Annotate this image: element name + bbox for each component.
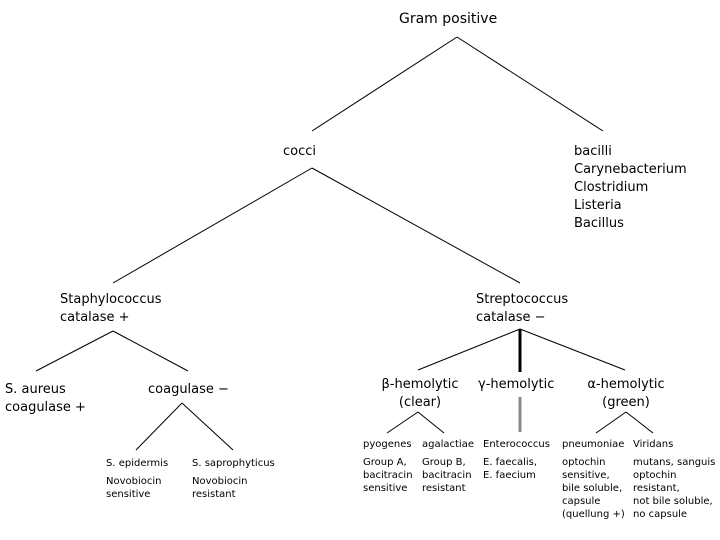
pyogenes-line: Group A, [363, 457, 407, 468]
pneumoniae-line: (quellung +) [562, 509, 625, 520]
node-beta-hemolytic: β-hemolytic (clear) [380, 376, 460, 412]
coagulase-negative-label: coagulase − [148, 382, 229, 397]
cocci-label: cocci [283, 144, 317, 159]
edge-cocci-staphylococcus [112, 167, 313, 284]
staphylococcus-line: catalase + [60, 310, 130, 325]
node-s-epidermis: S. epidermis Novobiocin sensitive [106, 457, 168, 501]
node-coagulase-negative: coagulase − [148, 381, 229, 399]
pneumoniae-line: sensitive, [562, 470, 610, 481]
viridans-line: no capsule [633, 509, 688, 520]
pneumoniae-line: bile soluble, [562, 483, 623, 494]
streptococcus-line: Streptococcus [476, 292, 569, 307]
s-saprophyticus-line: Novobiocin [192, 476, 248, 487]
bacilli-line: bacilli [574, 144, 612, 159]
node-streptococcus: Streptococcus catalase − [476, 291, 568, 327]
node-s-saprophyticus: S. saprophyticus Novobiocin resistant [192, 457, 275, 501]
s-epidermis-line: S. epidermis [106, 458, 169, 469]
agalactiae-line: Group B, [422, 457, 466, 468]
node-gamma-hemolytic: γ-hemolytic [478, 376, 554, 394]
s-epidermis-line: sensitive [106, 489, 151, 500]
agalactiae-line: agalactiae [422, 439, 474, 450]
edge-alpha-pneumoniae [595, 411, 627, 434]
viridans-line: resistant, [633, 483, 680, 494]
pneumoniae-line: capsule [562, 496, 601, 507]
node-enterococcus: Enterococcus E. faecalis, E. faecium [483, 438, 550, 482]
enterococcus-line: E. faecalis, [483, 457, 538, 468]
bacilli-line: Listeria [574, 198, 622, 213]
enterococcus-line: E. faecium [483, 470, 536, 481]
staphylococcus-line: Staphylococcus [60, 292, 162, 307]
edge-cocci-streptococcus [311, 167, 521, 284]
bacilli-line: Carynebacterium [574, 162, 687, 177]
beta-hemolytic-line: β-hemolytic [381, 377, 459, 392]
node-pyogenes: pyogenes Group A, bacitracin sensitive [363, 438, 413, 495]
node-viridans: Viridans mutans, sanguis optochin resist… [633, 438, 715, 521]
viridans-line: Viridans [633, 439, 674, 450]
node-staphylococcus: Staphylococcus catalase + [60, 291, 161, 327]
s-aureus-line: coagulase + [5, 400, 86, 415]
streptococcus-line: catalase − [476, 310, 546, 325]
edge-strep-beta [417, 328, 521, 371]
viridans-line: not bile soluble, [633, 496, 713, 507]
bacilli-line: Clostridium [574, 180, 649, 195]
viridans-line: mutans, sanguis [633, 457, 716, 468]
pneumoniae-line: optochin [562, 457, 606, 468]
gram-positive-label: Gram positive [399, 11, 498, 27]
node-gram-positive: Gram positive [399, 10, 497, 28]
edge-root-cocci [311, 36, 458, 132]
edge-alpha-viridans [625, 411, 654, 434]
enterococcus-line: Enterococcus [483, 439, 550, 450]
node-bacilli: bacilli Carynebacterium Clostridium List… [574, 143, 687, 233]
alpha-hemolytic-line: α-hemolytic [587, 377, 665, 392]
edge-strep-alpha [519, 328, 626, 371]
node-alpha-hemolytic: α-hemolytic (green) [584, 376, 668, 412]
agalactiae-line: resistant [422, 483, 466, 494]
alpha-hemolytic-line: (green) [602, 395, 650, 410]
s-saprophyticus-line: resistant [192, 489, 236, 500]
node-agalactiae: agalactiae Group B, bacitracin resistant [422, 438, 474, 495]
edge-coag-epidermis [135, 402, 183, 451]
bacilli-line: Bacillus [574, 216, 624, 231]
s-saprophyticus-line: S. saprophyticus [192, 458, 275, 469]
node-cocci: cocci [283, 143, 316, 161]
edge-staph-coagulase [112, 330, 189, 372]
pyogenes-line: bacitracin [363, 470, 413, 481]
gamma-hemolytic-label: γ-hemolytic [478, 377, 555, 392]
edge-root-bacilli [456, 36, 604, 132]
s-epidermis-line: Novobiocin [106, 476, 162, 487]
edge-staph-aureus [35, 330, 114, 372]
edge-beta-pyogenes [386, 411, 419, 434]
s-aureus-line: S. aureus [5, 382, 66, 397]
node-s-aureus: S. aureus coagulase + [5, 381, 86, 417]
edge-beta-agalactiae [417, 411, 445, 434]
pneumoniae-line: pneumoniae [562, 439, 625, 450]
node-pneumoniae: pneumoniae optochin sensitive, bile solu… [562, 438, 625, 521]
pyogenes-line: pyogenes [363, 439, 412, 450]
edge-coag-saprophyticus [181, 402, 234, 451]
agalactiae-line: bacitracin [422, 470, 472, 481]
pyogenes-line: sensitive [363, 483, 408, 494]
beta-hemolytic-line: (clear) [398, 395, 442, 410]
viridans-line: optochin [633, 470, 677, 481]
